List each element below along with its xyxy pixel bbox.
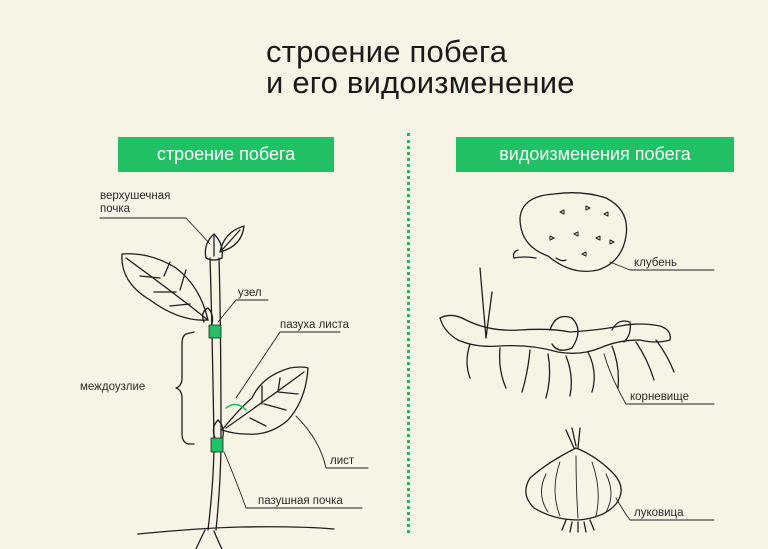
rhizome-illustration: [439, 267, 715, 405]
axillary-node-highlight: [210, 437, 224, 453]
tuber-eyes-icon: [549, 205, 615, 257]
ground-line: [137, 526, 335, 535]
shoot-modifications-header: видоизменения побега: [456, 137, 734, 172]
label-node: узел: [238, 287, 262, 299]
tuber-illustration: [512, 192, 715, 273]
apical-leaf: [219, 225, 245, 253]
page-title: строение побега и его видоизменение: [266, 36, 575, 98]
title-line-1: строение побега: [266, 34, 508, 69]
leaf-axil-arc: [225, 403, 247, 411]
leader-bulb: [615, 497, 715, 521]
section-divider: [407, 133, 410, 533]
leader-apical-bud: [99, 217, 211, 245]
bulb-roots: [561, 519, 595, 533]
main-stem: [207, 257, 222, 531]
title-line-2: и его видоизменение: [266, 65, 575, 100]
label-apical-bud: верхушечная почка: [100, 190, 171, 215]
shoot-structure-header: строение побега: [118, 137, 334, 172]
leader-tuber: [609, 261, 715, 271]
root-lines: [195, 529, 223, 549]
label-leaf-axil: пазуха листа: [280, 319, 350, 331]
label-bulb: луковица: [634, 507, 684, 519]
leader-leaf: [295, 415, 369, 469]
leader-leaf-axil: [235, 331, 341, 399]
leader-rhizome: [603, 353, 715, 405]
leader-axillary-bud: [223, 451, 363, 509]
lower-leaf: [221, 366, 309, 435]
label-internode: междоузлие: [80, 381, 146, 393]
upper-leaf: [121, 253, 209, 321]
node-highlight: [208, 324, 222, 339]
axillary-bud-icon: [212, 419, 224, 441]
leader-node: [217, 299, 269, 323]
internode-bracket: [175, 331, 195, 445]
label-rhizome: корневище: [630, 391, 689, 403]
label-tuber: клубень: [634, 257, 677, 269]
label-leaf: лист: [330, 455, 355, 467]
shoot-illustration: [99, 217, 369, 549]
node-highlights: [208, 324, 224, 453]
apical-bud-icon: [204, 233, 223, 261]
bulb-illustration: [525, 427, 715, 533]
label-axillary-bud: пазушная почка: [258, 495, 343, 507]
